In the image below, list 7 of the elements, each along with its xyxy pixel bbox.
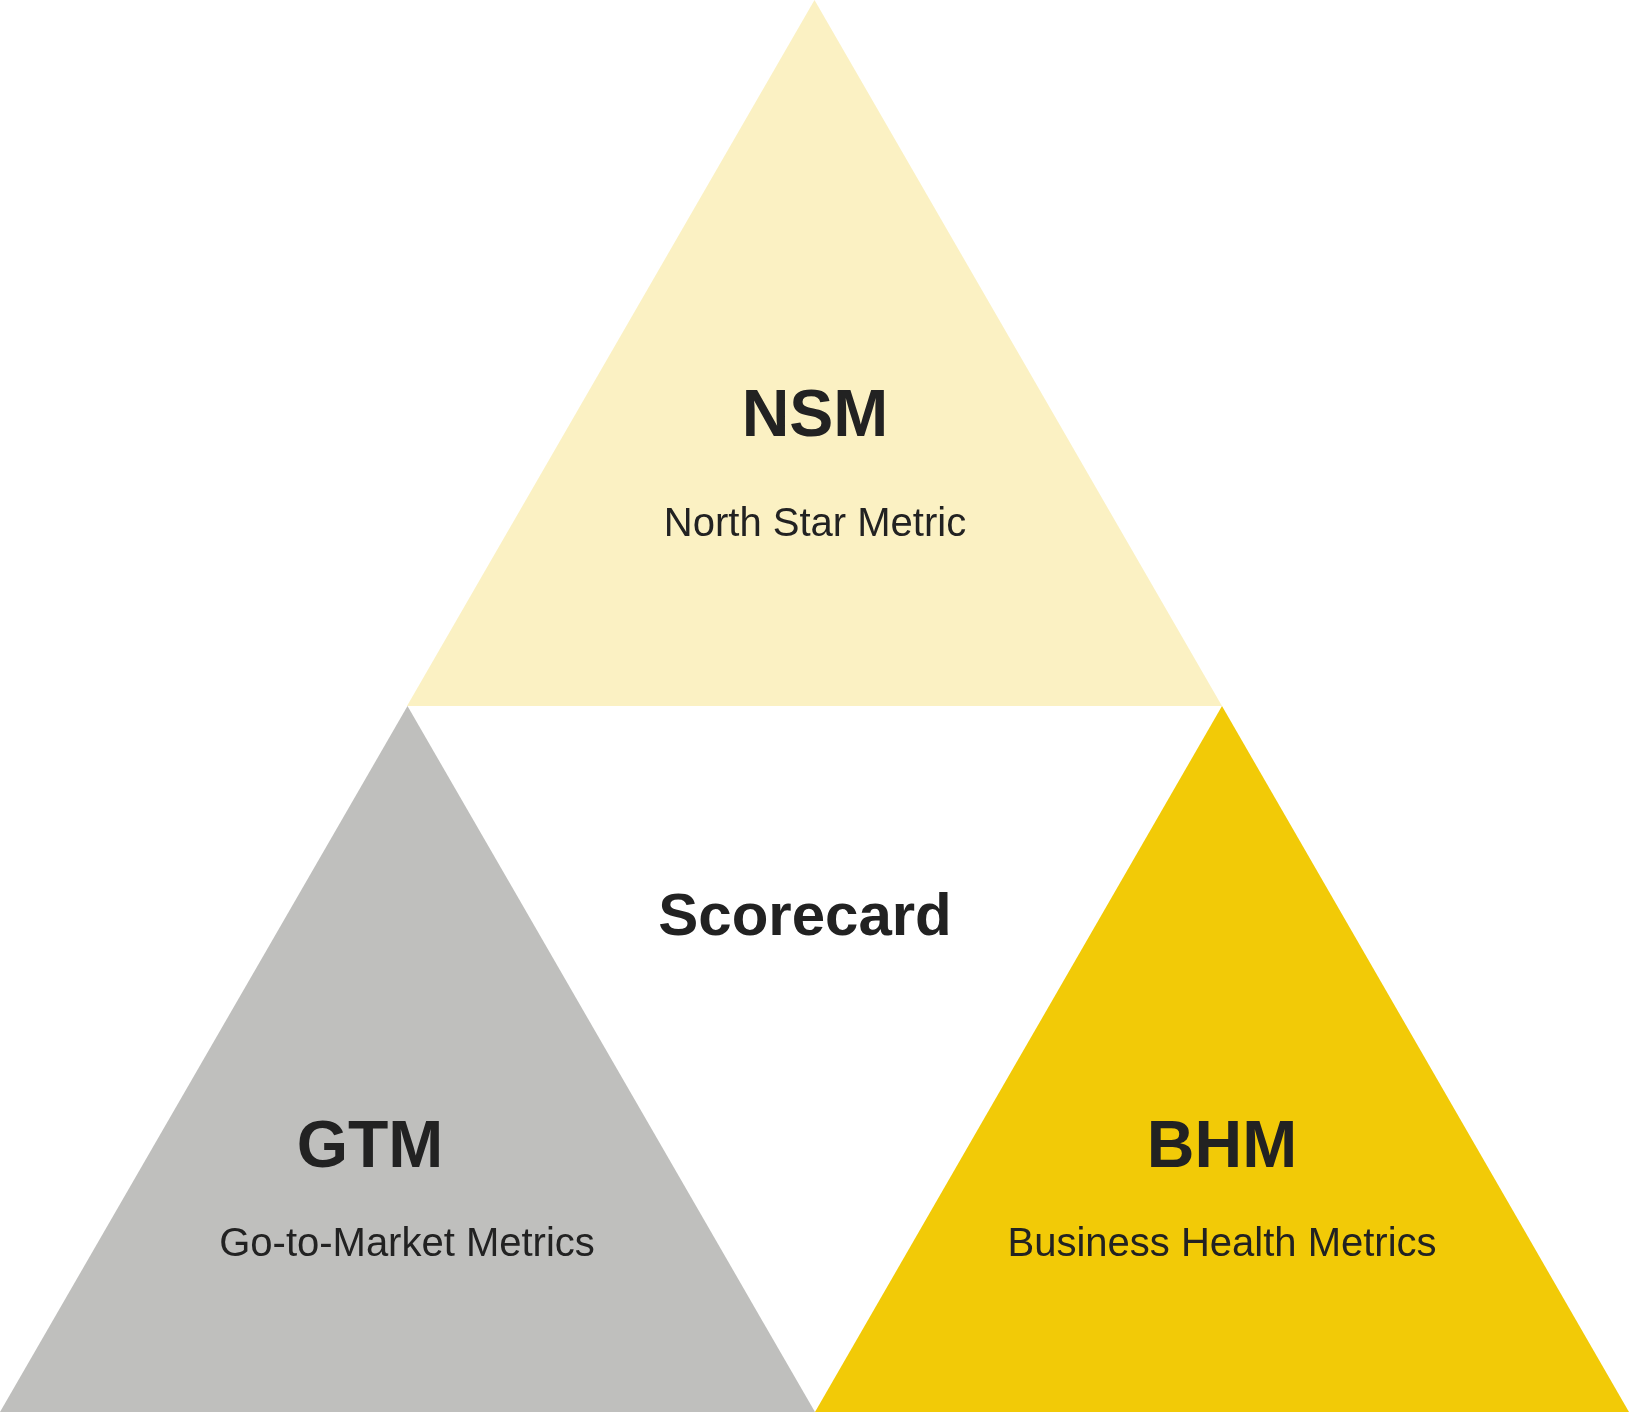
center-label: Scorecard <box>658 880 952 949</box>
subtitle-text: North Star Metric <box>663 500 967 545</box>
heading-text: BHM <box>1146 1106 1298 1182</box>
subtitle-text: Go-to-Market Metrics <box>219 1220 595 1265</box>
subtitle-text: Business Health Metrics <box>1007 1220 1437 1265</box>
heading-text: GTM <box>296 1106 444 1182</box>
heading-text: NSM <box>741 375 889 451</box>
